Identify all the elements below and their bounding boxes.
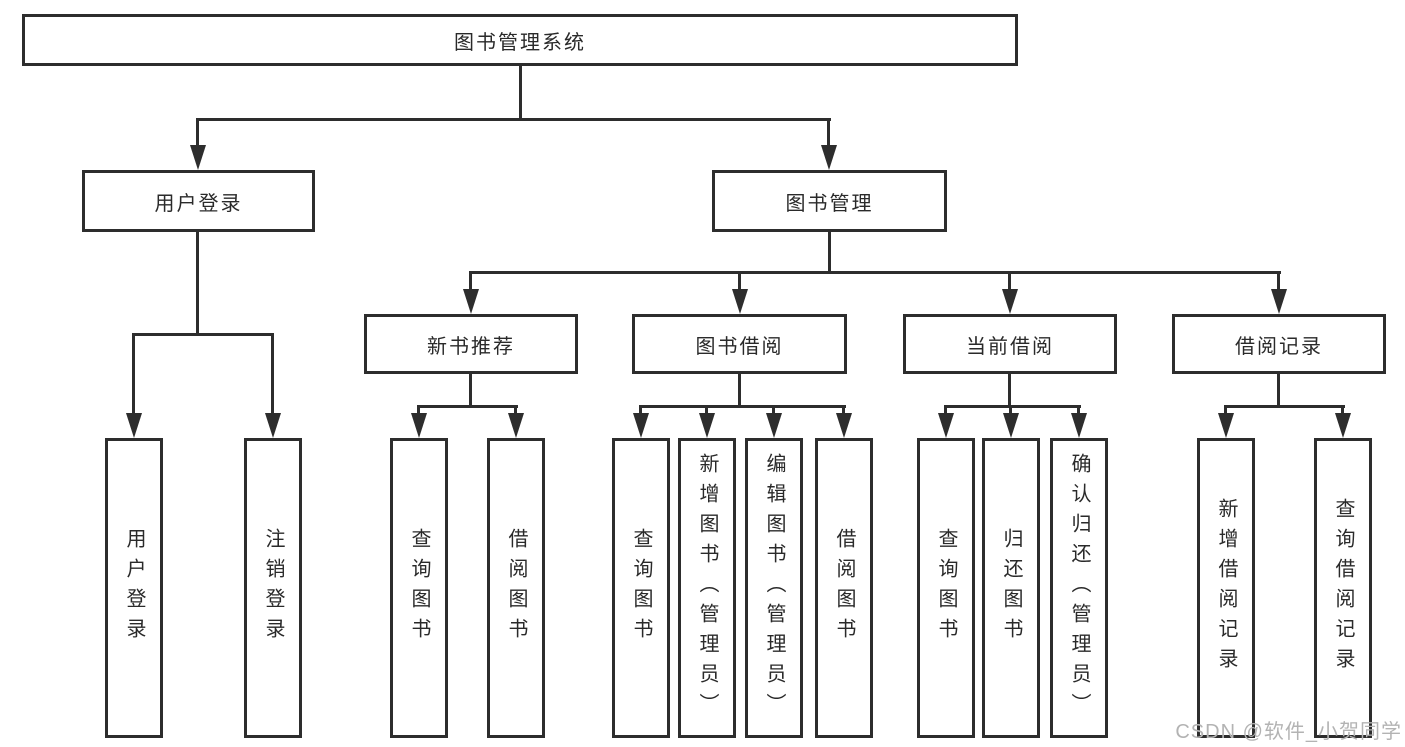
- leaf-bb-edit-books-admin-label: 编辑图书（管理员）: [763, 453, 785, 723]
- arrowhead-new-rec: [463, 289, 479, 314]
- leaf-br-query-record: 查询借阅记录: [1314, 438, 1372, 738]
- node-new-book-recommend: 新书推荐: [364, 314, 578, 374]
- connector-drop-cb-confirm: [1077, 405, 1080, 418]
- connector-new-rec-stem: [469, 374, 472, 408]
- connector-drop-bb-borrow: [842, 405, 845, 418]
- connector-level1-bar: [197, 118, 831, 121]
- leaf-nb-borrow-books: 借阅图书: [487, 438, 545, 738]
- leaf-cb-return-books: 归还图书: [982, 438, 1040, 738]
- connector-records-bar: [1224, 405, 1345, 408]
- arrowhead-br-query: [1335, 413, 1351, 438]
- connector-drop-bb-edit: [772, 405, 775, 418]
- leaf-logout-login-label: 注销登录: [262, 528, 284, 648]
- connector-drop-cur-borrow: [1008, 271, 1011, 293]
- connector-root-stem: [519, 66, 522, 120]
- leaf-nb-borrow-books-label: 借阅图书: [505, 528, 527, 648]
- connector-drop-nb-borrow: [514, 405, 517, 418]
- node-user-login-label: 用户登录: [154, 192, 243, 215]
- connector-records-stem: [1277, 374, 1280, 408]
- connector-drop-leaf-logout: [271, 333, 274, 418]
- arrowhead-book-management: [821, 145, 837, 170]
- connector-drop-br-add: [1224, 405, 1227, 418]
- leaf-user-login-label: 用户登录: [123, 528, 145, 648]
- node-new-book-recommend-label: 新书推荐: [427, 335, 515, 358]
- connector-drop-cb-return: [1009, 405, 1012, 418]
- node-borrowing-records: 借阅记录: [1172, 314, 1386, 374]
- connector-drop-book-management: [827, 118, 830, 150]
- connector-cur-borrow-stem: [1008, 374, 1011, 408]
- connector-new-rec-bar: [417, 405, 518, 408]
- node-book-borrowing-label: 图书借阅: [695, 335, 784, 358]
- connector-drop-bb-query: [639, 405, 642, 418]
- leaf-nb-query-books-label: 查询图书: [408, 528, 430, 648]
- connector-user-login-stem: [196, 232, 199, 336]
- connector-level2-bar: [469, 271, 1281, 274]
- leaf-bb-borrow-books-label: 借阅图书: [833, 528, 855, 648]
- connector-drop-records: [1277, 271, 1280, 293]
- leaf-br-add-record-label: 新增借阅记录: [1215, 498, 1237, 678]
- arrowhead-leaf-logout: [265, 413, 281, 438]
- node-root: 图书管理系统: [22, 14, 1018, 66]
- arrowhead-cb-confirm: [1071, 413, 1087, 438]
- connector-drop-new-rec: [469, 271, 472, 293]
- connector-drop-nb-query: [417, 405, 420, 418]
- node-book-management: 图书管理: [712, 170, 947, 232]
- leaf-bb-borrow-books: 借阅图书: [815, 438, 873, 738]
- arrowhead-leaf-login: [126, 413, 142, 438]
- connector-drop-leaf-login: [132, 333, 135, 418]
- connector-drop-user-login: [196, 118, 199, 150]
- leaf-cb-query-books: 查询图书: [917, 438, 975, 738]
- node-book-management-label: 图书管理: [785, 192, 874, 215]
- arrowhead-cb-query: [938, 413, 954, 438]
- arrowhead-nb-borrow: [508, 413, 524, 438]
- arrowhead-records: [1271, 289, 1287, 314]
- arrowhead-bb-edit: [766, 413, 782, 438]
- arrowhead-bb-query: [633, 413, 649, 438]
- leaf-cb-confirm-return-admin-label: 确认归还（管理员）: [1068, 453, 1090, 723]
- arrowhead-cb-return: [1003, 413, 1019, 438]
- connector-book-borrow-stem: [738, 374, 741, 408]
- arrowhead-br-add: [1218, 413, 1234, 438]
- leaf-user-login: 用户登录: [105, 438, 163, 738]
- node-book-borrowing: 图书借阅: [632, 314, 847, 374]
- leaf-br-query-record-label: 查询借阅记录: [1332, 498, 1354, 678]
- leaf-bb-add-books-admin-label: 新增图书（管理员）: [696, 453, 718, 723]
- arrowhead-book-borrow: [732, 289, 748, 314]
- leaf-bb-add-books-admin: 新增图书（管理员）: [678, 438, 736, 738]
- node-root-label: 图书管理系统: [454, 31, 586, 54]
- connector-book-borrow-bar: [639, 405, 846, 408]
- arrowhead-bb-borrow: [836, 413, 852, 438]
- csdn-watermark: CSDN @软件_小贺同学: [1175, 721, 1402, 743]
- leaf-br-add-record: 新增借阅记录: [1197, 438, 1255, 738]
- connector-drop-br-query: [1341, 405, 1344, 418]
- arrowhead-nb-query: [411, 413, 427, 438]
- leaf-bb-query-books: 查询图书: [612, 438, 670, 738]
- arrowhead-user-login: [190, 145, 206, 170]
- leaf-bb-edit-books-admin: 编辑图书（管理员）: [745, 438, 803, 738]
- connector-drop-cb-query: [944, 405, 947, 418]
- node-current-borrowing-label: 当前借阅: [966, 335, 1054, 358]
- leaf-cb-return-books-label: 归还图书: [1000, 528, 1022, 648]
- connector-drop-book-borrow: [738, 271, 741, 293]
- leaf-nb-query-books: 查询图书: [390, 438, 448, 738]
- node-borrowing-records-label: 借阅记录: [1235, 335, 1323, 358]
- connector-book-mgmt-stem: [828, 232, 831, 274]
- connector-cur-borrow-bar: [944, 405, 1081, 408]
- leaf-bb-query-books-label: 查询图书: [630, 528, 652, 648]
- leaf-cb-query-books-label: 查询图书: [935, 528, 957, 648]
- arrowhead-cur-borrow: [1002, 289, 1018, 314]
- leaf-logout-login: 注销登录: [244, 438, 302, 738]
- connector-user-login-bar: [132, 333, 274, 336]
- node-user-login: 用户登录: [82, 170, 315, 232]
- arrowhead-bb-add: [699, 413, 715, 438]
- connector-drop-bb-add: [705, 405, 708, 418]
- node-current-borrowing: 当前借阅: [903, 314, 1117, 374]
- leaf-cb-confirm-return-admin: 确认归还（管理员）: [1050, 438, 1108, 738]
